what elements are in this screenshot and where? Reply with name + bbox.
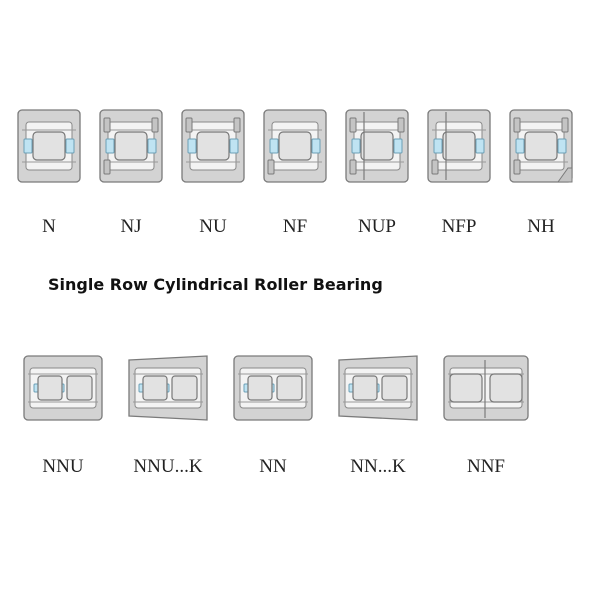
- bearing-icon-nnu: [23, 355, 103, 421]
- bearing-icon-nnuk: [128, 355, 208, 421]
- bearing-label-nf: NF: [283, 216, 307, 237]
- bearing-label-nup: NUP: [358, 216, 396, 237]
- bearing-icon-nup: [345, 109, 409, 183]
- bearing-label-nnk: NN...K: [350, 456, 406, 477]
- bearing-label-n: N: [42, 216, 56, 237]
- bearing-label-nj: NJ: [120, 216, 141, 237]
- bearing-icon-nf: [263, 109, 327, 183]
- bearing-icon-nfp: [427, 109, 491, 183]
- bearing-icon-nj: [99, 109, 163, 183]
- bearing-label-nu: NU: [199, 216, 227, 237]
- row1-labels: N NJ NU NF NUP NFP NH: [42, 216, 555, 237]
- row2-bearings: [23, 355, 529, 421]
- bearing-icon-nnk: [338, 355, 418, 421]
- bearing-label-nh: NH: [527, 216, 555, 237]
- bearing-icon-nh: [509, 109, 573, 183]
- bearing-label-nnf: NNF: [467, 456, 505, 477]
- bearing-icon-n: [17, 109, 81, 183]
- bearing-label-nnuk: NNU...K: [133, 456, 202, 477]
- bearing-icon-nn: [233, 355, 313, 421]
- bearing-label-nnu: NNU: [42, 456, 83, 477]
- bearing-icon-nnf: [443, 355, 529, 421]
- bearing-label-nn: NN: [259, 456, 287, 477]
- diagram-heading: Single Row Cylindrical Roller Bearing: [48, 275, 383, 294]
- row2-labels: NNU NNU...K NN NN...K NNF: [42, 456, 505, 477]
- row1-bearings: [17, 109, 573, 183]
- bearing-icon-nu: [181, 109, 245, 183]
- bearing-label-nfp: NFP: [442, 216, 477, 237]
